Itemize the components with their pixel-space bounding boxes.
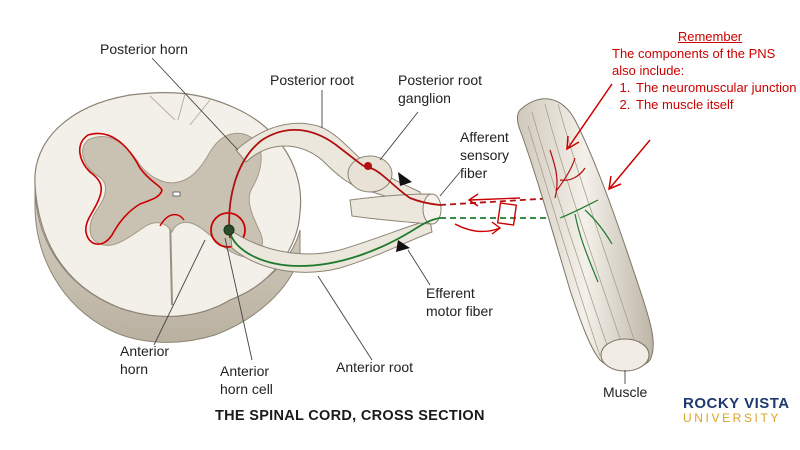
label-anterior-horn: Anterior horn bbox=[120, 343, 170, 378]
remember-note: Remember The components of the PNS also … bbox=[612, 29, 798, 113]
label-afferent-sensory-fiber: Afferent sensory fiber bbox=[460, 129, 510, 182]
muscle-sensory-branches bbox=[549, 149, 586, 199]
note-item: The muscle itself bbox=[634, 97, 798, 114]
red-outline-anterior-left bbox=[159, 213, 185, 227]
red-outline-left-gray bbox=[79, 132, 163, 245]
muscle-motor-branches bbox=[559, 199, 613, 283]
sensory-fiber-path bbox=[228, 128, 441, 239]
logo-line-1: ROCKY VISTA bbox=[683, 395, 790, 412]
note-arrow-muscle bbox=[608, 139, 651, 191]
anterior-horn-cell-body bbox=[223, 224, 235, 236]
muscle-body bbox=[516, 98, 654, 370]
note-arrow-junction bbox=[566, 83, 613, 151]
label-posterior-horn: Posterior horn bbox=[100, 41, 188, 57]
ganglion-cell-body bbox=[364, 162, 372, 170]
spinal-nerve bbox=[349, 193, 431, 225]
label-posterior-root-ganglion: Posterior root ganglion bbox=[398, 72, 483, 107]
red-box-annotation bbox=[496, 202, 518, 226]
spinal-nerve-cut-end bbox=[422, 193, 442, 225]
label-efferent-motor-fiber: Efferent motor fiber bbox=[426, 285, 493, 320]
red-arrow-right bbox=[454, 221, 502, 235]
note-intro: The components of the PNS also include: bbox=[612, 45, 776, 78]
central-canal bbox=[172, 191, 181, 197]
posterior-root-ganglion bbox=[347, 155, 393, 193]
muscle-cut-end bbox=[600, 338, 650, 372]
note-list: The neuromuscular junction The muscle it… bbox=[612, 80, 798, 114]
logo-line-2: UNIVERSITY bbox=[683, 411, 782, 425]
gray-matter bbox=[82, 132, 263, 258]
note-title: Remember bbox=[677, 29, 743, 44]
label-anterior-horn-cell: Anterior horn cell bbox=[220, 363, 273, 398]
afferent-direction-arrow bbox=[398, 172, 412, 186]
figure-caption: THE SPINAL CORD, CROSS SECTION bbox=[215, 408, 485, 424]
leader-lines bbox=[151, 57, 626, 384]
red-arrow-left bbox=[467, 193, 521, 207]
anterior-root-shape bbox=[229, 219, 433, 273]
label-anterior-root: Anterior root bbox=[336, 359, 414, 375]
anterior-horn-cell-circle bbox=[210, 212, 246, 248]
note-item: The neuromuscular junction bbox=[634, 80, 798, 97]
label-muscle: Muscle bbox=[603, 384, 648, 400]
motor-fiber-path bbox=[229, 217, 441, 267]
label-posterior-root: Posterior root bbox=[270, 72, 355, 88]
efferent-direction-arrow bbox=[396, 240, 410, 252]
